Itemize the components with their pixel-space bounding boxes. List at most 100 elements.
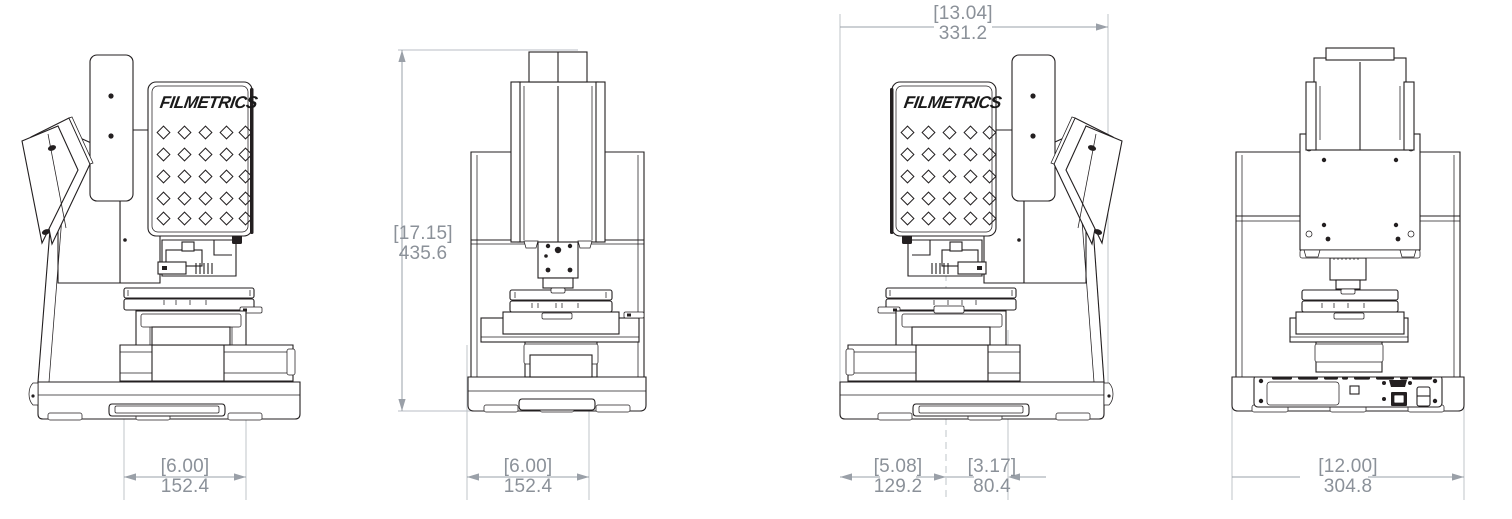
vent-row-1 [900, 125, 997, 140]
dimension-mm-value: 331.2 [938, 22, 988, 44]
io-dsub-screw-l [1382, 381, 1386, 385]
dimension-inch-value: [6.00] [160, 456, 210, 477]
dim-arrow-bottom [398, 399, 406, 411]
io-dsub-screw-r [1408, 381, 1412, 385]
base-front-tray [518, 398, 596, 411]
tilted-module-vent-top [47, 145, 57, 151]
tower-screw-l2 [1321, 222, 1327, 228]
plate-hole-br [1407, 230, 1415, 238]
vent-row-5 [156, 211, 253, 226]
vent-row-5 [900, 211, 997, 226]
mid-chassis-left-cap [845, 348, 855, 376]
optics-dot [162, 266, 167, 270]
io-usb-inner [1393, 394, 1405, 404]
post-screw-upper [108, 93, 114, 99]
optics-barrel [542, 277, 574, 289]
display-panel-shadow [890, 88, 894, 234]
optics-objective [1340, 288, 1356, 295]
tilted-module-front [1065, 125, 1123, 245]
stage-top-rail [885, 287, 1017, 299]
dimension-inch-value: [12.00] [1318, 456, 1378, 477]
view-front: [17.15] 435.6 [6.00] 152.4 [378, 0, 756, 519]
dimension-inch-value: [13.04] [933, 3, 993, 24]
tower-foot-l [523, 240, 539, 249]
dimension-mm-value: 129.2 [873, 475, 923, 497]
view-rear: [12.00] 304.8 [1134, 0, 1512, 519]
rear-access-plate [1299, 133, 1421, 251]
mount-screw-center [554, 246, 562, 254]
dimension-mm-value: 152.4 [503, 475, 553, 497]
mid-drawer [151, 344, 225, 382]
dim-arrow-right [1452, 473, 1464, 481]
stage-mid-rail [123, 298, 255, 311]
dim-arrow-hl [467, 473, 479, 481]
dimension-front-width: [6.00] 152.4 [465, 457, 591, 497]
tilted-module-edge [1050, 116, 1076, 165]
dimension-inch-value: [3.17] [967, 456, 1017, 477]
stage-right-knob-dot [627, 313, 631, 317]
post-screw-upper [1030, 93, 1036, 99]
io-usb-screw-l [1382, 397, 1386, 401]
io-small-port [1349, 385, 1360, 395]
io-screw-tl [1258, 378, 1264, 384]
stage-top-rail [123, 287, 255, 299]
tower-screw-r [1393, 157, 1399, 163]
foot-1 [47, 412, 83, 421]
dimension-inch-value: [6.00] [503, 456, 553, 477]
geometry-rear [1231, 47, 1465, 500]
vent-row-3 [900, 169, 997, 184]
tower-rail-l [1305, 81, 1317, 151]
stage-chuck-face [151, 326, 231, 346]
column-upper-post [1011, 54, 1056, 202]
base-front-tray-inner [114, 405, 220, 414]
optics-fins [931, 263, 949, 274]
optics-block-b [957, 261, 987, 275]
base-front-tray-inner [918, 405, 1024, 414]
stage-drawer-lip [1314, 343, 1384, 363]
column-upper-post [89, 54, 134, 202]
stage-side-knob-dot [243, 308, 247, 312]
dimension-rear-width: [12.00] 304.8 [1298, 457, 1398, 497]
foot-1 [877, 412, 913, 421]
dimension-mm-value: 435.6 [398, 242, 448, 264]
dimension-mm-value: 152.4 [160, 475, 210, 497]
foot-3 [1055, 412, 1091, 421]
io-dsub-connector [1389, 380, 1407, 387]
optics-block-b [157, 261, 187, 275]
tilted-module-edge [68, 116, 94, 165]
vent-grid-left-view [156, 125, 253, 226]
optics-post [949, 241, 963, 252]
base-body [467, 376, 647, 412]
mount-screw-ml [544, 254, 548, 258]
stage-center-tab [541, 312, 573, 320]
dimension-right-overall-width: [13.04] 331.2 [902, 4, 1024, 44]
io-blank-plate [1266, 381, 1340, 406]
plate-screw-b2 [1395, 236, 1401, 242]
dim-arrow-left [124, 473, 136, 481]
vent-row-4 [156, 191, 253, 206]
stage-chuck-face [911, 326, 991, 346]
plate-hole-bl [1305, 230, 1313, 238]
stage-chuck-slot [901, 313, 1003, 328]
tilted-module-vent-bottom [1093, 229, 1103, 235]
post-screw-lower [108, 133, 114, 139]
base-right-cap [1103, 382, 1114, 406]
brand-logo-right-view: FILMETRICS [902, 93, 1003, 112]
optics-head [902, 234, 987, 277]
foot-3 [227, 412, 263, 421]
plate-bottom-lip [1299, 249, 1421, 259]
vent-row-4 [900, 191, 997, 206]
mount-screw-br [567, 267, 573, 273]
optics-head [157, 234, 242, 277]
base-body [839, 381, 1105, 420]
dim-arrow-right [234, 473, 246, 481]
tilted-module [1050, 116, 1123, 246]
dimension-front-height: [17.15] 435.6 [368, 224, 478, 264]
tower-rail-r [1403, 81, 1415, 151]
dim-arrow-overall-r [1096, 23, 1108, 31]
io-screw-tr [1432, 378, 1438, 384]
optics-dot [977, 266, 982, 270]
view-right-side: FILMETRICS [13.04] 331.2 [5.08] 129.2 [3… [756, 0, 1134, 519]
base-left-screw [31, 394, 35, 398]
